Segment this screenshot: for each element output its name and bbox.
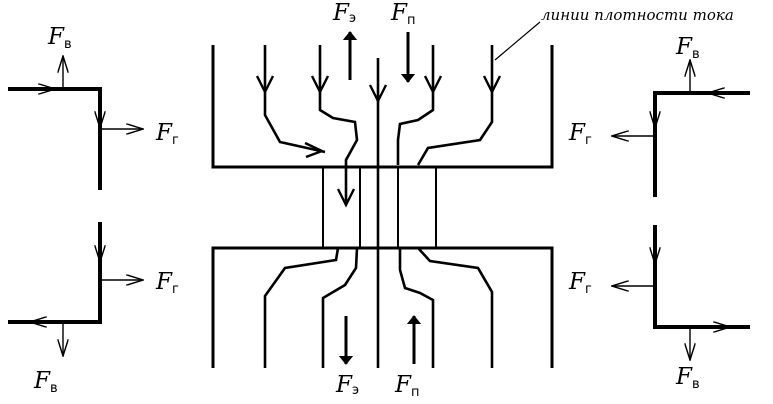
upper-electrode bbox=[211, 45, 554, 169]
current-density-lines bbox=[263, 45, 494, 368]
current-arrow-1 bbox=[255, 75, 275, 95]
current-line-lower-4 bbox=[417, 247, 494, 368]
label-fv-bottom-left: Fв bbox=[33, 368, 58, 396]
current-arrow-6 bbox=[304, 141, 326, 159]
label-fg-bottom-left: Fг bbox=[155, 269, 179, 297]
current-arrow-2 bbox=[310, 75, 330, 95]
electrode-structure bbox=[211, 45, 554, 368]
current-line-lower-1 bbox=[263, 247, 340, 368]
current-arrow-7 bbox=[336, 188, 356, 208]
conductor-top-left bbox=[8, 87, 102, 190]
current-line-upper-4 bbox=[416, 45, 494, 166]
label-fe-top: Fэ bbox=[332, 0, 356, 26]
label-fe-bottom: Fэ bbox=[335, 372, 359, 398]
label-fg-top-right: Fг bbox=[568, 120, 592, 148]
current-arrow-4 bbox=[423, 75, 443, 95]
current-direction-arrows bbox=[255, 75, 502, 208]
current-line-lower-2 bbox=[321, 247, 359, 368]
label-fp-bottom: Fп bbox=[394, 372, 419, 400]
label-fv-bottom-right: Fв bbox=[675, 364, 700, 392]
current-arrow-3 bbox=[368, 84, 388, 104]
callout-label: линии плотности тока bbox=[541, 6, 734, 24]
current-line-upper-1 bbox=[263, 45, 326, 154]
current-arrow-5 bbox=[482, 75, 502, 95]
label-fg-top-left: Fг bbox=[155, 120, 179, 148]
callout-leader bbox=[494, 21, 541, 61]
label-fg-bottom-right: Fг bbox=[568, 269, 592, 297]
current-line-upper-2 bbox=[318, 45, 359, 205]
label-fv-top-right: Fв bbox=[675, 34, 700, 62]
labels: линии плотности тока Fв Fв Fв Fв Fг Fг F… bbox=[33, 0, 734, 400]
conductor-bottom-left bbox=[8, 222, 102, 324]
label-fp-top: Fп bbox=[390, 0, 415, 28]
lower-electrode bbox=[211, 246, 554, 368]
current-line-lower-3 bbox=[398, 248, 435, 368]
side-elements bbox=[8, 56, 750, 360]
conductor-bottom-right bbox=[653, 225, 750, 329]
force-arrows-center bbox=[338, 31, 422, 365]
conductor-top-right bbox=[653, 91, 750, 197]
current-line-upper-3 bbox=[396, 45, 435, 165]
label-fv-top-left: Fв bbox=[47, 24, 72, 52]
